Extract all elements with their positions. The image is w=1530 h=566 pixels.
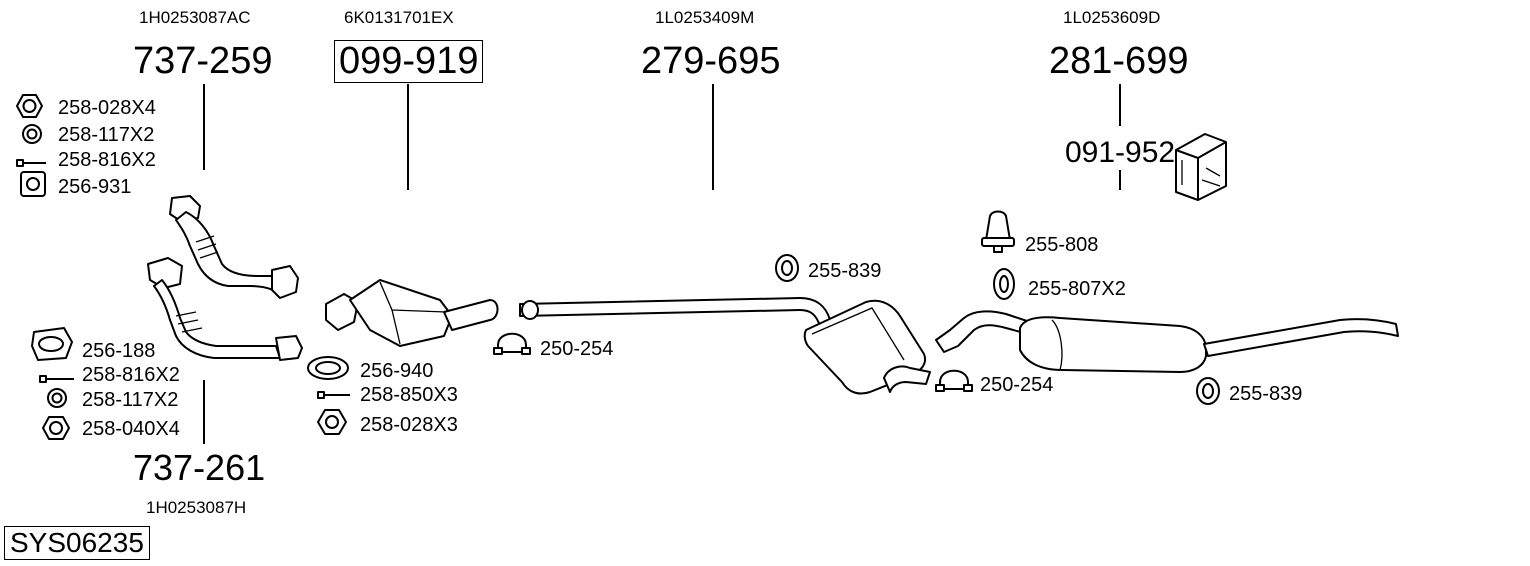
accessory-label[interactable]: 255-839 <box>808 260 882 282</box>
hanger-icon <box>981 210 1015 253</box>
hanger-icon <box>775 254 799 282</box>
rear-silencer-281-699 <box>935 310 1399 373</box>
oe-number-737-259: 1H0253087AC <box>139 8 251 27</box>
accessory-label[interactable]: 255-808 <box>1025 234 1099 256</box>
bolt-icon <box>317 391 350 399</box>
hanger-icon <box>1196 377 1220 405</box>
part-number-737-259[interactable]: 737-259 <box>133 40 273 82</box>
part-number-281-699[interactable]: 281-699 <box>1049 40 1189 82</box>
accessory-label[interactable]: 256-188 <box>82 340 156 362</box>
clamp-icon <box>493 332 531 355</box>
part-number-737-261[interactable]: 737-261 <box>133 447 266 488</box>
washer-icon <box>47 388 67 408</box>
front-pipe-737-261 <box>147 257 303 361</box>
gasket-icon <box>31 327 73 361</box>
accessory-label[interactable]: 255-839 <box>1229 383 1303 405</box>
oe-number-281-699: 1L0253609D <box>1063 8 1161 27</box>
clamp-icon <box>935 369 973 392</box>
accessory-label[interactable]: 250-254 <box>980 374 1054 396</box>
washer-icon <box>22 124 42 144</box>
hanger-icon <box>993 268 1015 300</box>
accessory-label[interactable]: 258-816X2 <box>58 149 156 171</box>
oe-number-737-261: 1H0253087H <box>146 498 247 517</box>
part-number-279-695[interactable]: 279-695 <box>641 40 781 82</box>
gasket-icon <box>307 356 349 380</box>
bolt-icon <box>39 375 74 383</box>
accessory-label[interactable]: 258-028X4 <box>58 97 156 119</box>
accessory-label[interactable]: 256-931 <box>58 176 132 198</box>
hex-nut-icon <box>16 94 43 118</box>
gasket-icon <box>20 171 46 197</box>
accessory-label[interactable]: 258-117X2 <box>82 389 179 411</box>
part-number-099-919[interactable]: 099-919 <box>334 40 484 83</box>
accessory-label[interactable]: 258-816X2 <box>82 364 180 386</box>
accessory-label[interactable]: 258-028X3 <box>360 414 458 436</box>
accessory-label[interactable]: 250-254 <box>540 338 614 360</box>
bolt-icon <box>16 159 46 167</box>
front-pipe-737-259 <box>169 195 299 299</box>
hex-nut-icon <box>42 416 70 440</box>
catalytic-converter-099-919 <box>325 279 499 347</box>
accessory-label[interactable]: 258-040X4 <box>82 418 180 440</box>
hex-nut-icon <box>317 409 347 435</box>
system-code: SYS06235 <box>4 526 150 560</box>
mounting-kit-box-icon <box>1175 133 1227 201</box>
accessory-label[interactable]: 256-940 <box>360 360 434 382</box>
accessory-label[interactable]: 258-117X2 <box>58 124 155 146</box>
oe-number-279-695: 1L0253409M <box>655 8 755 27</box>
accessory-label[interactable]: 255-807X2 <box>1028 278 1126 300</box>
accessory-label[interactable]: 258-850X3 <box>360 384 458 406</box>
middle-silencer-279-695 <box>519 297 931 395</box>
oe-number-099-919: 6K0131701EX <box>344 8 454 27</box>
part-number-091-952[interactable]: 091-952 <box>1065 136 1176 169</box>
